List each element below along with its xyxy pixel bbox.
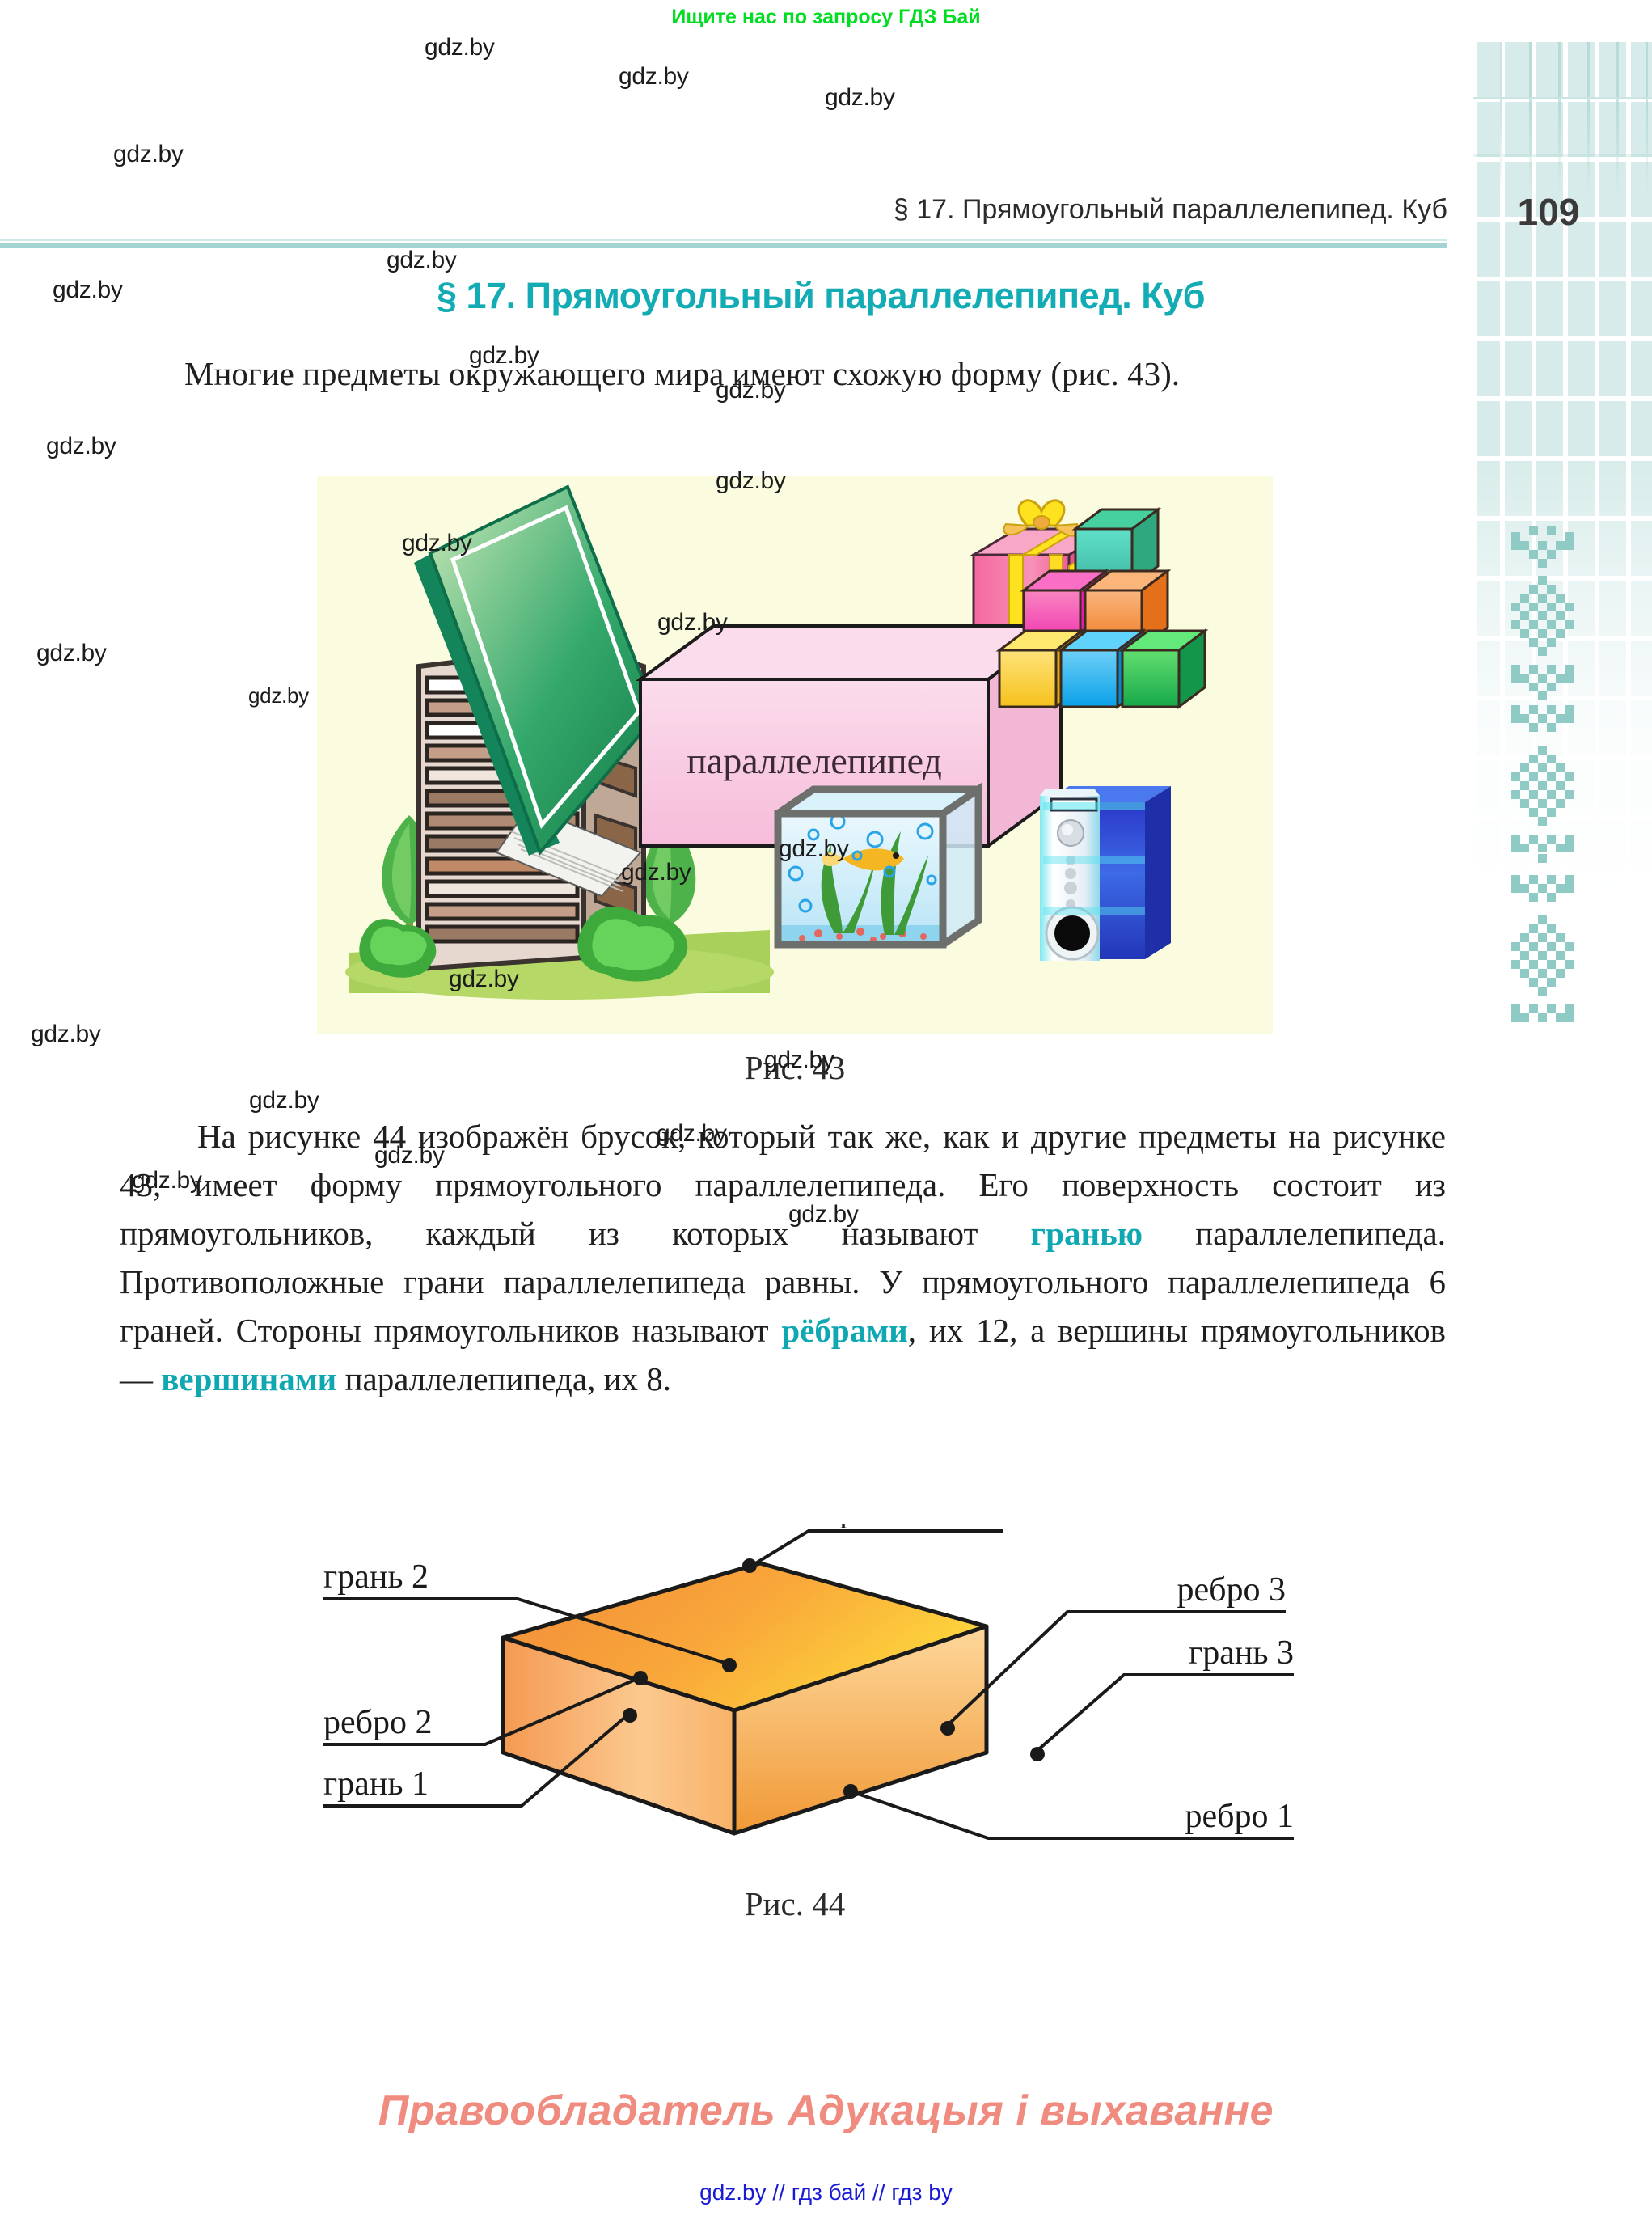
label-vertex: вершина <box>809 1524 935 1529</box>
paragraph-text: На рисунке 44 изображён брусок, который … <box>120 1118 1446 1252</box>
watermark: gdz.by <box>621 859 691 886</box>
watermark: gdz.by <box>779 835 849 862</box>
watermark: gdz.by <box>716 467 786 494</box>
watermark: gdz.by <box>248 683 309 708</box>
label-face-2: грань 2 <box>323 1558 429 1596</box>
apartment-building-illustration <box>345 622 774 1000</box>
keyword-term: вершинами <box>161 1360 337 1397</box>
stacked-toy-cubes <box>995 507 1209 709</box>
main-paragraph: На рисунке 44 изображён брусок, который … <box>120 1112 1446 1403</box>
promo-banner: Ищите нас по запросу ГДЗ Бай <box>671 6 981 28</box>
page-number: 109 <box>1517 191 1580 233</box>
label-edge-1: ребро 1 <box>1185 1798 1294 1835</box>
header-rule <box>0 243 1447 248</box>
keyword-term: рёбрами <box>781 1312 908 1349</box>
watermark: gdz.by <box>469 342 539 369</box>
watermark: gdz.by <box>764 1046 834 1073</box>
box-label: параллелепипед <box>687 740 942 781</box>
paragraph-text: , их 12, а вершины прямоугольников — <box>120 1312 1446 1397</box>
watermark: gdz.by <box>657 609 728 636</box>
section-title: § 17. Прямоугольный параллелепипед. Куб <box>437 275 1206 316</box>
watermark: gdz.by <box>249 1087 319 1114</box>
keyword-term: гранью <box>1030 1215 1143 1252</box>
header-rule-light <box>0 239 1447 241</box>
aquarium-illustration <box>774 782 982 949</box>
footer-links: gdz.by // гдз бай // гдз by <box>699 2180 953 2205</box>
watermark: gdz.by <box>788 1201 859 1228</box>
label-face-3: грань 3 <box>1189 1634 1294 1672</box>
watermark: gdz.by <box>402 530 472 556</box>
label-face-1: грань 1 <box>323 1765 429 1803</box>
watermark: gdz.by <box>53 277 123 303</box>
watermark: gdz.by <box>825 84 895 111</box>
grid-band-lines <box>1473 42 1652 560</box>
watermark: gdz.by <box>46 433 116 459</box>
label-edge-2: ребро 2 <box>323 1704 433 1741</box>
figure-43-illustration: параллелепипед <box>345 484 1209 1000</box>
watermark: gdz.by <box>387 247 457 273</box>
watermark: gdz.by <box>374 1142 445 1169</box>
figure-43: параллелепипед <box>317 476 1273 1034</box>
watermark: gdz.by <box>36 640 107 666</box>
watermark: gdz.by <box>657 1120 727 1147</box>
green-book-illustration <box>414 484 659 898</box>
watermark: gdz.by <box>425 34 495 61</box>
watermark: gdz.by <box>619 63 689 90</box>
watermark: gdz.by <box>132 1167 202 1194</box>
figure-44-caption: Рис. 44 <box>744 1885 846 1922</box>
copyright-owner: Правообладатель Адукацыя і выхаванне <box>378 2087 1274 2134</box>
paragraph-text: параллелепипеда. Противоположные грани п… <box>120 1215 1446 1349</box>
belarusian-ornament <box>1511 526 1574 1022</box>
running-head: § 17. Прямоугольный параллелепипед. Куб <box>893 194 1447 225</box>
paragraph-text: параллелепипеда, их 8. <box>336 1360 672 1397</box>
watermark: gdz.by <box>716 377 786 404</box>
figure-43-caption: Рис. 43 <box>744 1049 846 1086</box>
watermark: gdz.by <box>31 1021 101 1047</box>
watermark: gdz.by <box>113 141 184 167</box>
computer-speaker-tower <box>1040 786 1171 961</box>
figure-44-diagram: вершина грань 2 ребро 3 грань 3 ребро 2 … <box>323 1492 1294 1840</box>
intro-paragraph: Многие предметы окружающего мира имеют с… <box>184 355 1181 392</box>
figure-44: вершина грань 2 ребро 3 грань 3 ребро 2 … <box>243 1492 1375 1896</box>
watermark: gdz.by <box>449 966 519 992</box>
label-edge-3: ребро 3 <box>1177 1571 1286 1609</box>
